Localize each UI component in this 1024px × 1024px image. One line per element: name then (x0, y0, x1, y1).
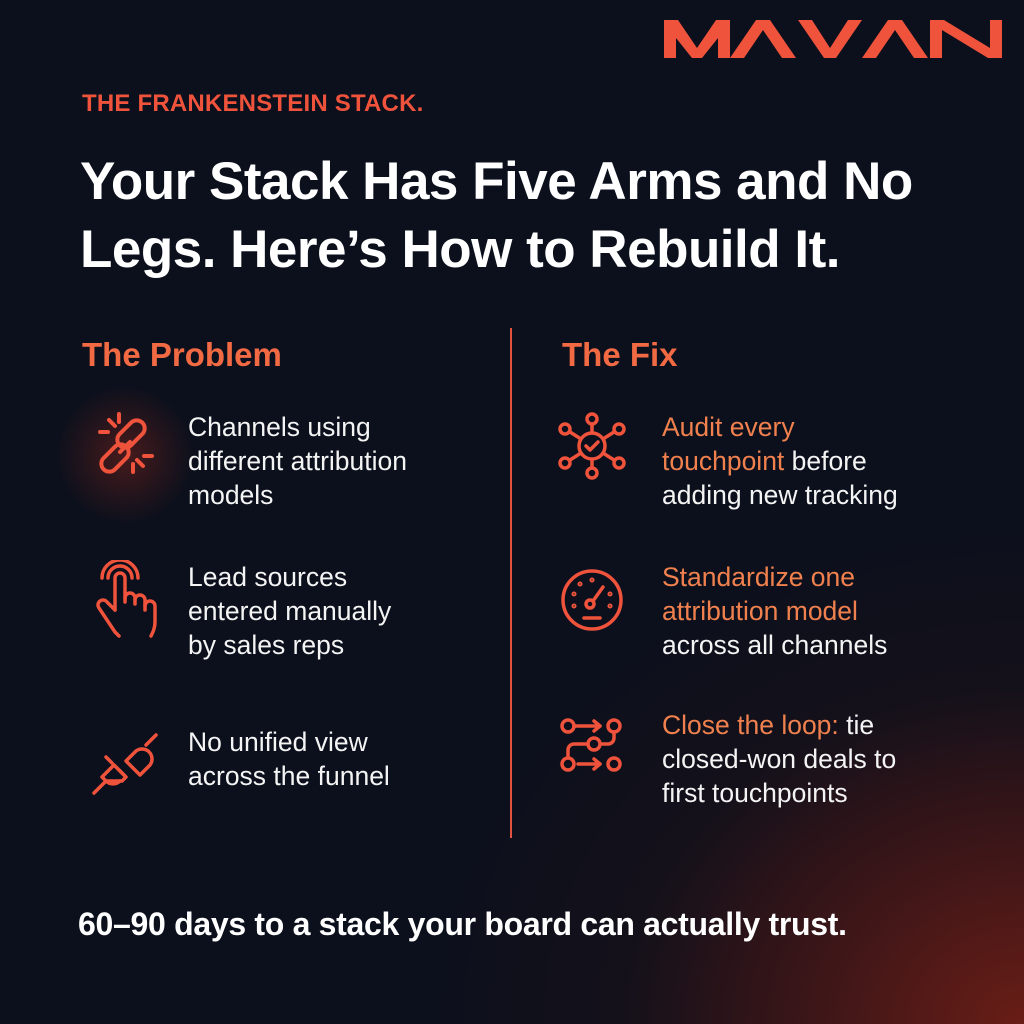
workflow-icon (556, 708, 628, 780)
problem-text: No unified view across the funnel (188, 727, 390, 791)
brand-logo (664, 18, 1004, 60)
fix-text: Audit every touchpoint before adding new… (662, 412, 898, 510)
headline-line-2: Legs. Here’s How to Rebuild It. (80, 220, 840, 279)
column-divider (510, 328, 512, 838)
problem-text: Channels using different attribution mod… (188, 412, 408, 510)
fix-text: Close the loop: tie closed-won deals to … (662, 710, 897, 808)
problem-item: No unified view across the funnel (90, 725, 390, 797)
eyebrow-label: THE FRANKENSTEIN STACK. (82, 90, 424, 117)
hand-tap-icon (90, 560, 162, 638)
footer-tagline: 60–90 days to a stack your board can act… (78, 906, 847, 942)
speedometer-icon (556, 560, 628, 632)
fix-text: Standardize one attribution model across… (662, 562, 888, 660)
fix-item: Standardize one attribution model across… (556, 560, 887, 662)
fix-item: Audit every touchpoint before adding new… (556, 410, 898, 512)
page-title: Your Stack Has Five Arms and No Legs. He… (80, 148, 980, 284)
mavan-logo-icon (664, 20, 1002, 58)
fix-section-title: The Fix (562, 336, 678, 373)
headline-line-1: Your Stack Has Five Arms and No (80, 152, 913, 211)
network-check-icon (556, 410, 628, 482)
unplugged-icon (90, 725, 162, 797)
problem-item: Lead sources entered manually by sales r… (90, 560, 391, 662)
fix-item: Close the loop: tie closed-won deals to … (556, 708, 896, 810)
broken-link-icon (90, 410, 162, 482)
problem-text: Lead sources entered manually by sales r… (188, 562, 392, 660)
problem-section-title: The Problem (82, 336, 282, 373)
problem-item: Channels using different attribution mod… (90, 410, 407, 512)
